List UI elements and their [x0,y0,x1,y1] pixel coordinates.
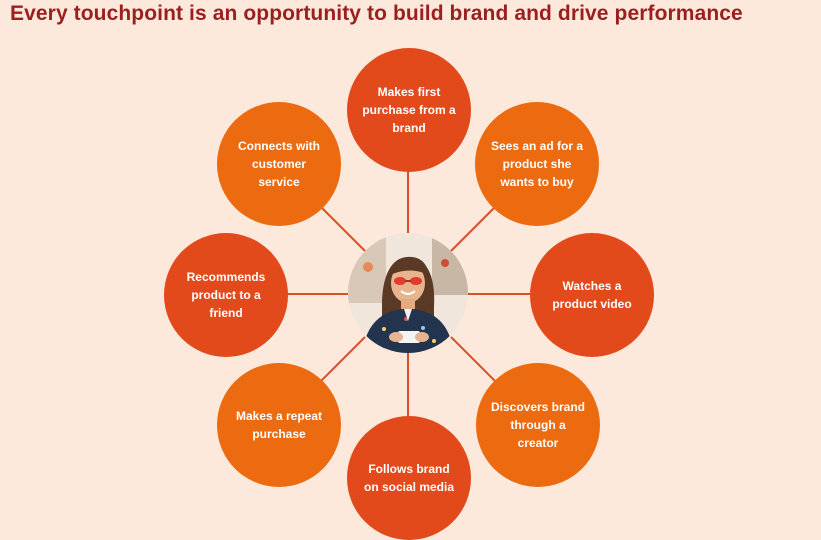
node-first-purchase: Makes first purchase from a brand [347,48,471,172]
node-label: Watches a product video [552,279,632,311]
node-label: Discovers brand through a creator [490,400,586,450]
node-repeat-purchase: Makes a repeat purchase [217,363,341,487]
node-watches-video: Watches a product video [530,233,654,357]
node-follows-brand: Follows brand on social media [347,416,471,540]
center-photo [348,233,468,353]
node-discovers-brand: Discovers brand through a creator [476,363,600,487]
node-sees-ad: Sees an ad for a product she wants to bu… [475,102,599,226]
page-title: Every touchpoint is an opportunity to bu… [10,2,743,25]
node-label: Recommends product to a friend [186,270,266,320]
person-photo-image [348,233,468,353]
node-customer-service: Connects with customer service [217,102,341,226]
node-label: Sees an ad for a product she wants to bu… [490,139,584,189]
connector-top-left [318,204,366,252]
node-label: Connects with customer service [237,139,320,189]
connector-top-right [450,204,498,252]
node-label: Makes a repeat purchase [235,409,323,441]
connector-bottom-right [450,336,498,384]
node-recommends-product: Recommends product to a friend [164,233,288,357]
node-label: Follows brand on social media [363,462,455,494]
connector-bottom-left [318,336,366,384]
node-label: Makes first purchase from a brand [362,85,456,135]
